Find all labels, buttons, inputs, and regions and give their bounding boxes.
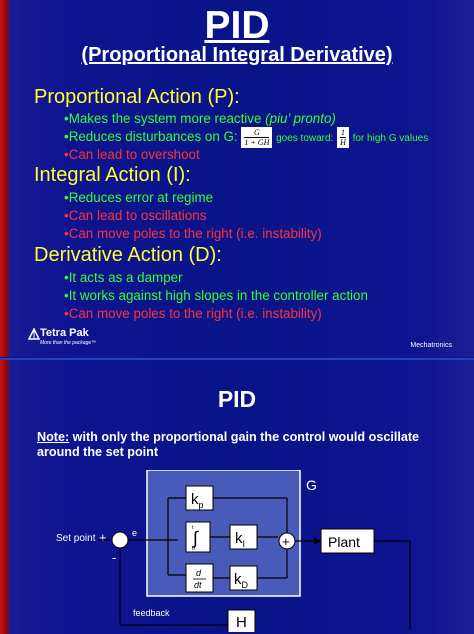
deriv-num: d	[196, 568, 202, 578]
note-label: Note:	[37, 430, 70, 444]
frac-g-num: G	[244, 128, 270, 138]
slide2-note: Note: with only the proportional gain th…	[37, 430, 457, 460]
pid-block-diagram: G Set point + - e kp ∫ t 0 kI d dt kD + …	[56, 470, 411, 632]
bullet-p-2-tail: for high G values	[352, 133, 429, 145]
logo-text: Tetra Pak	[40, 327, 89, 339]
bullet-p-1: •Makes the system more reactive (piu’ pr…	[64, 111, 336, 126]
kp-sub: p	[199, 500, 204, 510]
left-red-bar	[0, 0, 10, 357]
arrow-to-plant-icon	[314, 537, 321, 545]
bullet-d-1: •It acts as a damper	[64, 270, 183, 285]
plant-block	[320, 528, 375, 554]
feedback-minus: -	[112, 550, 116, 565]
bullet-d-2: •It works against high slopes in the con…	[64, 288, 368, 303]
feedback-label: feedback	[133, 608, 170, 618]
bullet-i-1: •Reduces error at regime	[64, 190, 214, 205]
bullet-p-3: •Can lead to overshoot	[64, 147, 200, 162]
plant-label: Plant	[328, 534, 360, 550]
set-point-label: Set point	[56, 533, 96, 544]
deriv-den: dt	[194, 580, 202, 590]
frac-h-den: H	[340, 138, 346, 147]
logo-tagline: More than the package™	[40, 340, 97, 346]
integral-upper: t	[192, 525, 194, 531]
kd-k: k	[234, 571, 242, 588]
footer-label: Mechatronics	[410, 342, 452, 349]
bullet-d-3: •Can move poles to the right (i.e. insta…	[64, 306, 322, 321]
integral-lower: 0	[192, 546, 195, 552]
section-heading-proportional: Proportional Action (P):	[34, 86, 240, 108]
slide-1: PID (Proportional Integral Derivative) P…	[0, 0, 474, 357]
g-label: G	[306, 477, 317, 493]
integral-sign: ∫	[191, 528, 199, 548]
note-text: with only the proportional gain the cont…	[37, 430, 420, 459]
slide1-title: PID	[204, 4, 270, 47]
section-heading-integral: Integral Action (I):	[34, 164, 191, 186]
kp-k: k	[191, 491, 199, 508]
kp-label: kp	[191, 491, 204, 510]
set-point-plus: +	[99, 530, 107, 545]
bullet-p-2-mid: goes toward:	[276, 133, 334, 145]
h-label: H	[236, 614, 247, 631]
controller-block	[146, 470, 301, 597]
bullet-i-2: •Can lead to oscillations	[64, 208, 207, 223]
slide1-subtitle: (Proportional Integral Derivative)	[81, 44, 393, 66]
bullet-i-3: •Can move poles to the right (i.e. insta…	[64, 226, 322, 241]
integral-block	[185, 521, 211, 553]
slide2-title: PID	[217, 386, 257, 412]
kd-sub: D	[242, 580, 249, 590]
bullet-p-2-text: •Reduces disturbances on G:	[64, 129, 238, 145]
ki-block	[229, 524, 258, 550]
kd-label: kD	[234, 571, 249, 590]
ki-label: kI	[235, 530, 245, 549]
error-summing-junction	[111, 531, 129, 549]
sum-plus: +	[282, 534, 290, 549]
left-red-bar-2	[0, 360, 10, 634]
h-block	[227, 609, 256, 632]
derivative-block	[185, 563, 214, 593]
frac-h-num: 1	[340, 128, 346, 138]
ki-k: k	[235, 530, 243, 547]
bullet-p-1-emph: (piu’ pronto)	[265, 111, 336, 126]
frac-g-den: 1 + GH	[244, 138, 270, 147]
section-heading-derivative: Derivative Action (D):	[34, 244, 222, 266]
tetra-pak-logo-icon	[28, 328, 40, 340]
bullet-p-1-text: •Makes the system more reactive	[64, 111, 266, 126]
error-label: e	[132, 528, 137, 538]
kp-block	[185, 485, 214, 511]
ki-sub: I	[243, 539, 246, 549]
